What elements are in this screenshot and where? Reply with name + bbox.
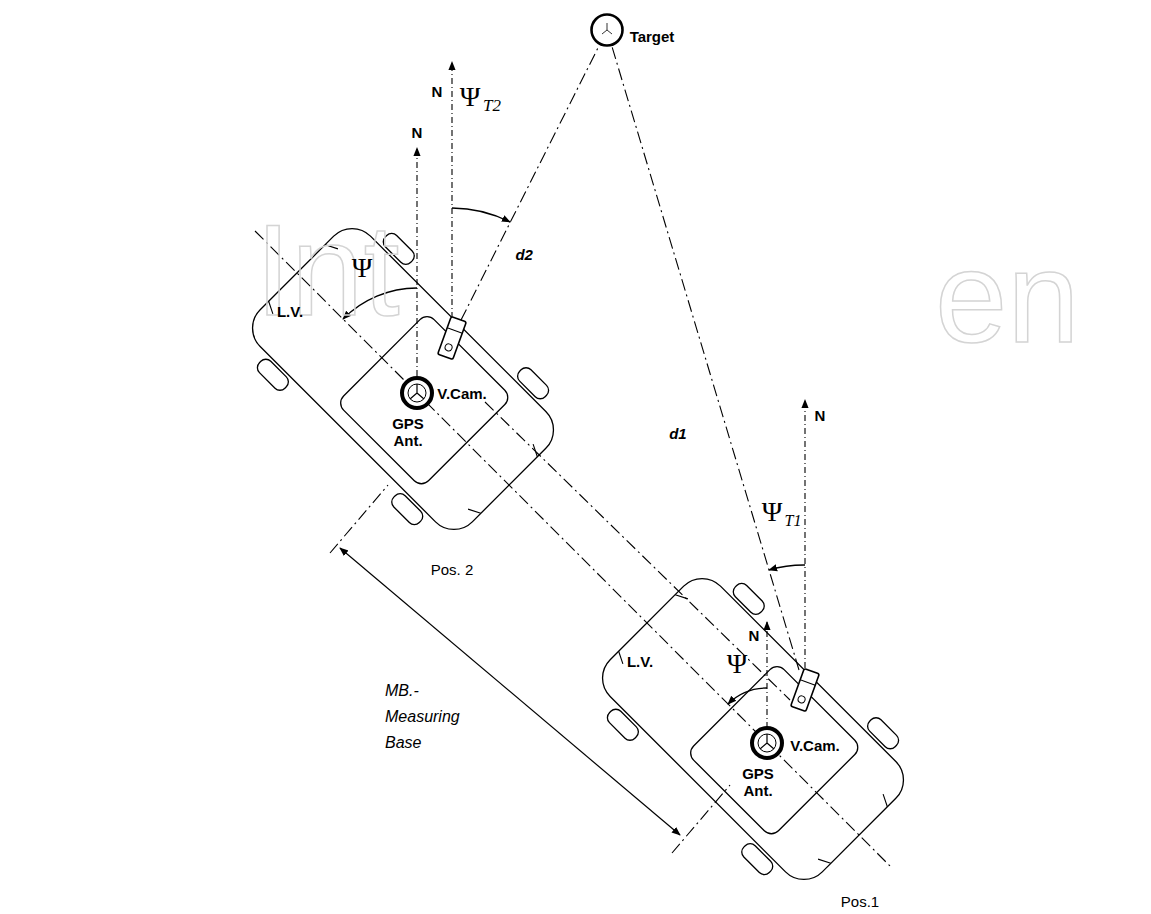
vehicle-outline bbox=[228, 204, 927, 903]
angle-subscript: T2 bbox=[483, 96, 501, 116]
target-circle-shape bbox=[590, 13, 624, 47]
antenna-label: GPS Ant. bbox=[388, 415, 428, 450]
angle-symbol: Ψ bbox=[460, 81, 481, 113]
base-label: MB.- Measuring Base bbox=[385, 678, 475, 756]
position-label: Pos.1 bbox=[841, 893, 879, 910]
north-label: N bbox=[412, 124, 423, 141]
sight-line bbox=[612, 46, 799, 670]
antenna-label: GPS Ant. bbox=[738, 765, 778, 800]
position-label: Pos. 2 bbox=[431, 561, 474, 578]
node-label: V.Cam. bbox=[790, 737, 839, 754]
north-label: N bbox=[432, 83, 443, 100]
gps-antenna bbox=[402, 378, 782, 758]
angle-symbol: Ψ bbox=[352, 252, 373, 284]
angle-arcs bbox=[343, 208, 805, 704]
sight-line bbox=[461, 45, 599, 320]
vehicle-label: L.V. bbox=[627, 653, 653, 670]
distance-label: d1 bbox=[667, 424, 689, 441]
dimension-line bbox=[340, 548, 680, 835]
video-camera-shape bbox=[443, 318, 461, 358]
distance-label: d2 bbox=[513, 246, 535, 263]
node-label: V.Cam. bbox=[437, 385, 486, 402]
node-label: Target bbox=[630, 28, 675, 45]
north-arrows bbox=[417, 62, 805, 728]
angle-symbol: Ψ bbox=[762, 496, 783, 528]
video-camera-shape bbox=[796, 670, 814, 710]
target-circle: Target bbox=[590, 13, 624, 47]
watermark: en bbox=[935, 232, 1080, 362]
angle-subscript: T1 bbox=[785, 512, 802, 530]
angle-symbol: Ψ bbox=[727, 648, 748, 680]
watermark: Int bbox=[255, 205, 400, 335]
vehicle-label: L.V. bbox=[277, 303, 303, 320]
video-camera: V.Cam. bbox=[443, 318, 461, 358]
north-label: N bbox=[749, 627, 760, 644]
north-label: N bbox=[815, 407, 826, 424]
video-camera: V.Cam. bbox=[796, 670, 814, 710]
